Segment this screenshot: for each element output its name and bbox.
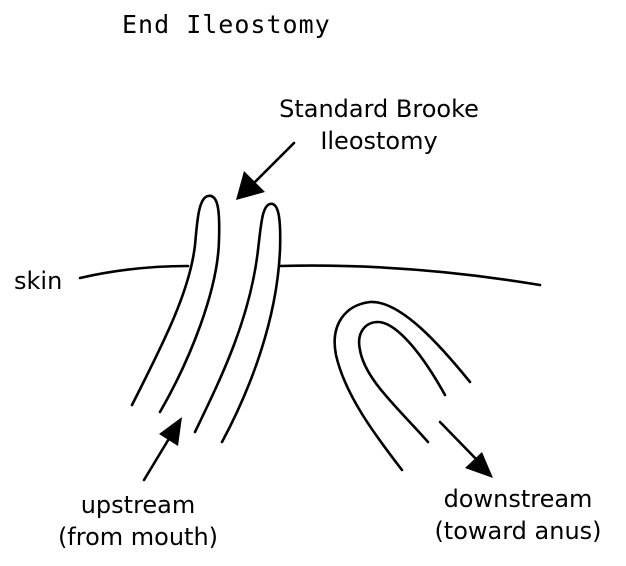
stoma-label-line1: Standard Brooke: [254, 94, 504, 126]
stoma-label: Standard Brooke Ileostomy: [254, 94, 504, 157]
downstream-loop-outer: [335, 302, 470, 470]
upstream-label-line2: (from mouth): [28, 522, 248, 554]
upstream-label: upstream (from mouth): [28, 490, 248, 553]
downstream-label-line1: downstream: [416, 484, 620, 516]
skin-label: skin: [14, 266, 62, 298]
skin-line-left: [80, 266, 188, 278]
downstream-label: downstream (toward anus): [416, 484, 620, 547]
upstream-label-line1: upstream: [28, 490, 248, 522]
stoma-label-line2: Ileostomy: [254, 126, 504, 158]
skin-line-right: [280, 266, 540, 285]
downstream-arrow-head: [465, 452, 493, 478]
downstream-label-line2: (toward anus): [416, 516, 620, 548]
downstream-arrow-shaft: [440, 422, 478, 461]
upstream-arrow-head: [159, 417, 182, 446]
stoma-wall-right: [195, 204, 280, 442]
upstream-arrow-shaft: [144, 437, 170, 480]
stoma-wall-left: [132, 196, 219, 412]
